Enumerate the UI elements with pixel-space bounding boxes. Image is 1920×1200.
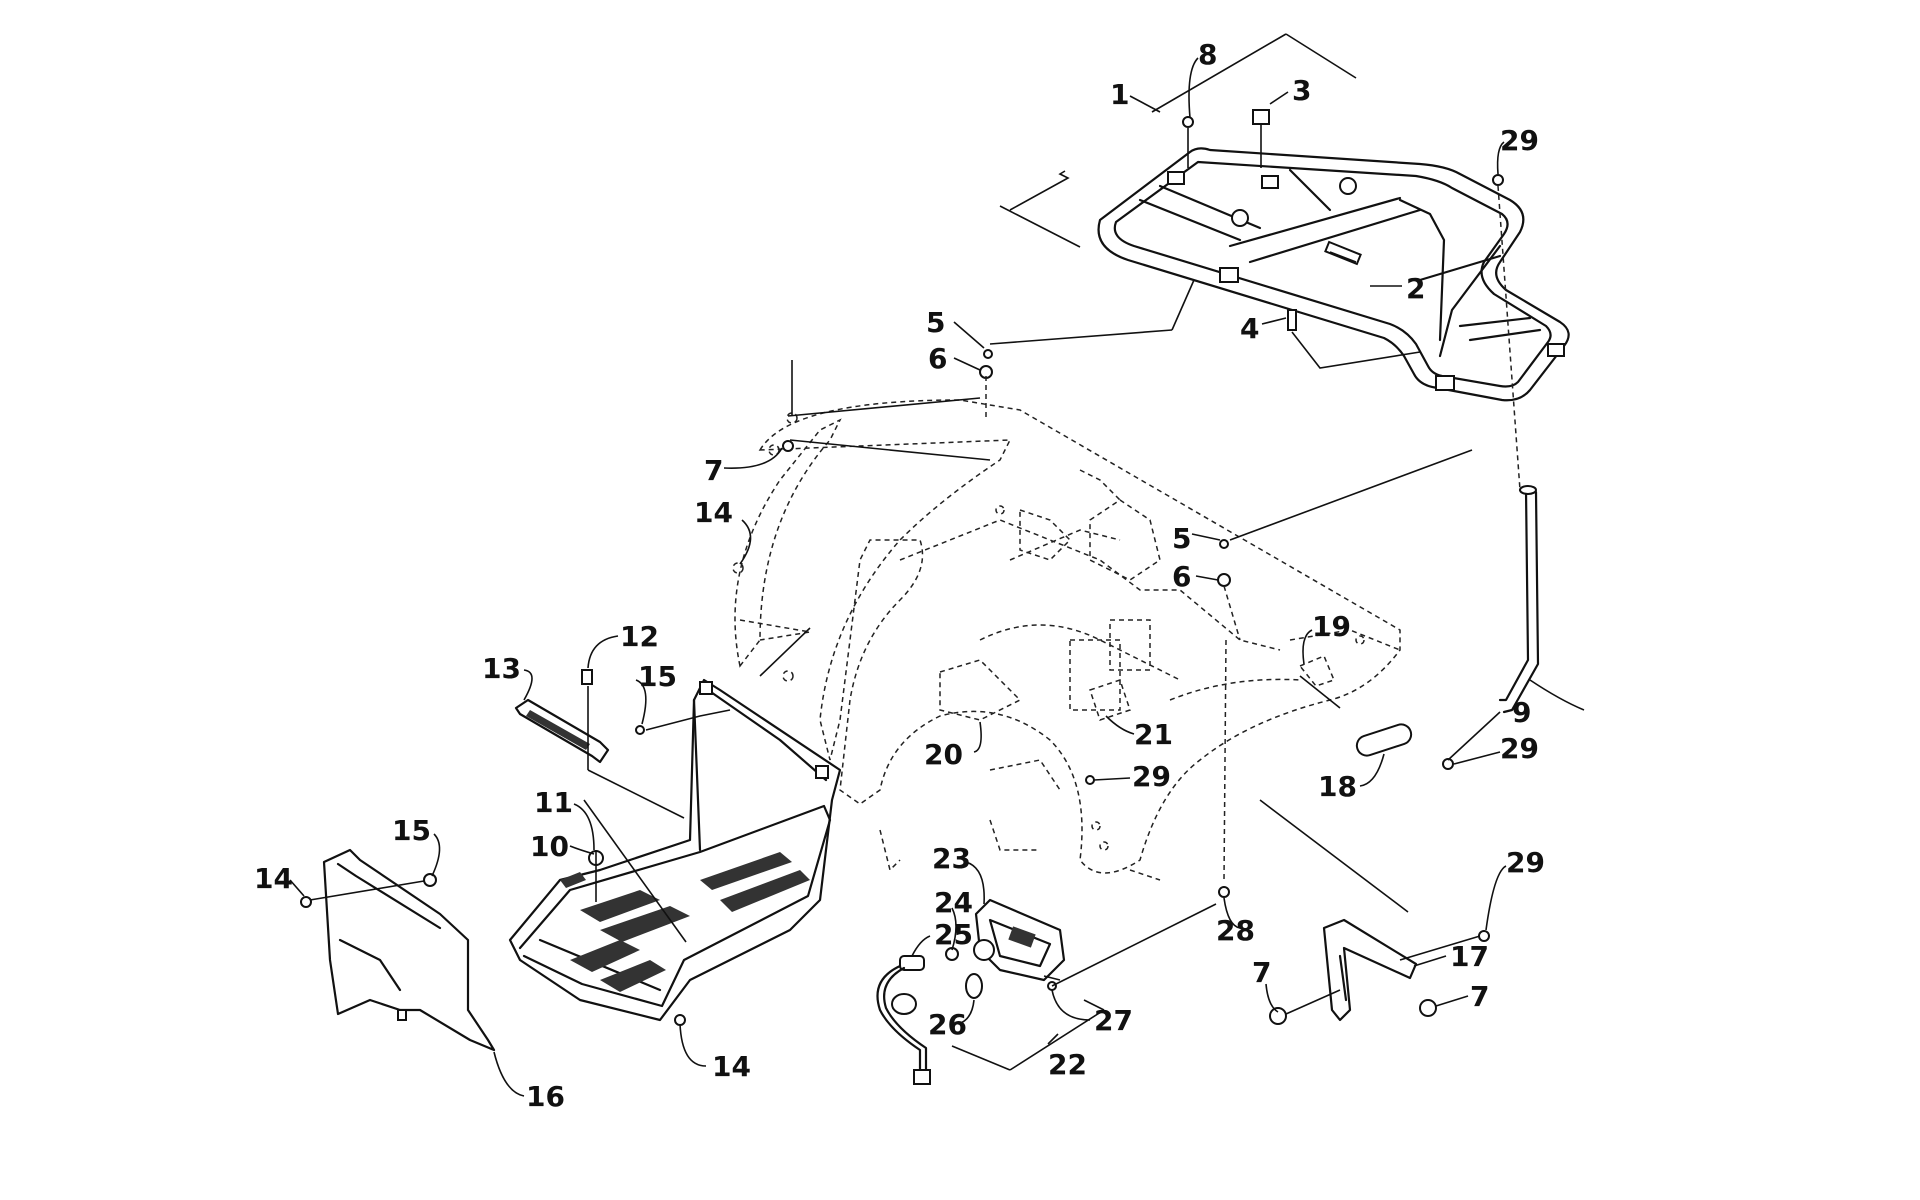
callout-1: 1 [1110, 78, 1129, 111]
callout-29b: 29 [1500, 732, 1539, 765]
reflector [1298, 655, 1413, 757]
callout-27: 27 [1094, 1004, 1133, 1037]
fender-side-left [732, 360, 981, 682]
callout-6a: 6 [928, 342, 947, 375]
taillight-wiring [876, 955, 931, 1085]
rear-fender [758, 399, 1401, 881]
rack-decal [1324, 240, 1362, 266]
fasteners-5-6-right [1217, 449, 1473, 881]
rack-knob [1252, 109, 1270, 168]
callout-25: 25 [934, 918, 973, 951]
callout-7c: 7 [1470, 980, 1489, 1013]
footwell-tread [560, 852, 810, 992]
callout-21: 21 [1134, 718, 1173, 751]
callout-4: 4 [1240, 312, 1259, 345]
callout-labels: 1 2 3 4 5 5 6 6 7 7 7 8 9 [254, 38, 1585, 1113]
bracket-17 [1259, 799, 1490, 1025]
callout-29d: 29 [1506, 846, 1545, 879]
callout-29a: 29 [1500, 124, 1539, 157]
fasteners-12-15 [581, 669, 731, 819]
callout-15a: 15 [638, 660, 677, 693]
washer-7-upper [782, 440, 794, 452]
callout-12: 12 [620, 620, 659, 653]
callout-18: 18 [1318, 770, 1357, 803]
callout-16: 16 [526, 1080, 565, 1113]
callout-29c: 29 [1132, 760, 1171, 793]
callout-13: 13 [482, 652, 521, 685]
callout-5b: 5 [1172, 522, 1191, 555]
washer-8 [1182, 116, 1194, 128]
callout-7b: 7 [1252, 956, 1271, 989]
callout-6b: 6 [1172, 560, 1191, 593]
rear-rack [999, 33, 1570, 402]
callout-9: 9 [1512, 696, 1531, 729]
fender-parts-20-21 [939, 659, 1131, 721]
callout-14b: 14 [254, 862, 293, 895]
callout-7a: 7 [704, 454, 723, 487]
footwell [508, 678, 842, 1026]
side-panel-16 [300, 848, 496, 1052]
callout-19: 19 [1312, 610, 1351, 643]
rack-stay [1442, 174, 1540, 770]
screw-29-mid [1085, 775, 1095, 785]
taillight-23 [945, 898, 1217, 999]
callout-3: 3 [1292, 74, 1311, 107]
callout-5a: 5 [926, 306, 945, 339]
callout-22: 22 [1048, 1048, 1087, 1081]
callout-10: 10 [530, 830, 569, 863]
callout-8: 8 [1198, 38, 1217, 71]
callout-24: 24 [934, 886, 973, 919]
fasteners-5-6-left [979, 279, 1195, 420]
callout-20: 20 [924, 738, 963, 771]
callout-2: 2 [1406, 272, 1425, 305]
callout-23: 23 [932, 842, 971, 875]
callout-15b: 15 [392, 814, 431, 847]
step-13 [514, 698, 610, 764]
bolt-4 [1287, 309, 1421, 369]
callout-14c: 14 [712, 1050, 751, 1083]
callout-17: 17 [1450, 940, 1489, 973]
washer-28 [1218, 886, 1230, 898]
callout-11: 11 [534, 786, 573, 819]
callout-26: 26 [928, 1008, 967, 1041]
callout-28: 28 [1216, 914, 1255, 947]
callout-14a: 14 [694, 496, 733, 529]
